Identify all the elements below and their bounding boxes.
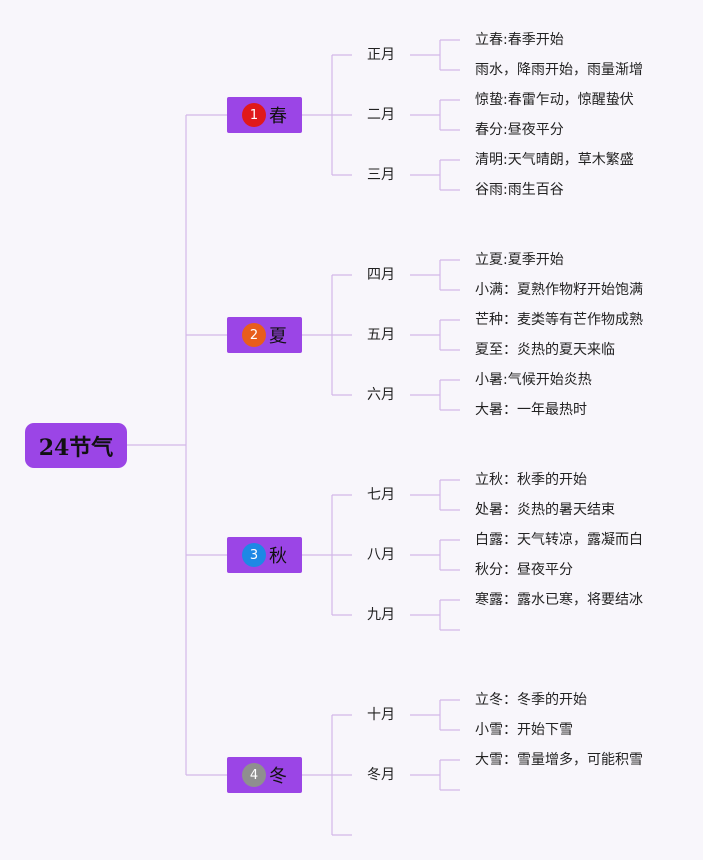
month-node[interactable]: 五月 [367, 327, 395, 343]
month-node[interactable]: 正月 [367, 47, 395, 63]
month-node[interactable]: 二月 [367, 107, 395, 123]
term-node[interactable]: 小满：夏熟作物籽开始饱满 [475, 282, 643, 298]
season-label: 夏 [269, 326, 287, 347]
month-node[interactable]: 八月 [367, 547, 395, 563]
term-node[interactable]: 芒种：麦类等有芒作物成熟 [475, 312, 643, 328]
term-node[interactable]: 大雪：雪量增多，可能积雪 [475, 752, 643, 768]
month-node[interactable]: 七月 [367, 487, 395, 503]
term-node[interactable]: 秋分：昼夜平分 [475, 562, 573, 578]
month-node[interactable]: 六月 [367, 387, 395, 403]
season-label: 冬 [269, 766, 287, 787]
term-node[interactable]: 白露：天气转凉，露凝而白 [475, 532, 643, 548]
term-node[interactable]: 雨水，降雨开始，雨量渐增 [475, 62, 643, 78]
term-node[interactable]: 春分:昼夜平分 [475, 122, 564, 138]
term-node[interactable]: 谷雨:雨生百谷 [475, 182, 564, 198]
month-node[interactable]: 冬月 [367, 767, 395, 783]
season-label: 秋 [269, 546, 287, 567]
root-node[interactable]: 24节气 [25, 423, 127, 468]
term-node[interactable]: 清明:天气晴朗，草木繁盛 [475, 152, 634, 168]
number-badge-icon: 1 [242, 103, 266, 127]
number-badge-icon: 2 [242, 323, 266, 347]
term-node[interactable]: 立秋：秋季的开始 [475, 472, 587, 488]
term-node[interactable]: 惊蛰:春雷乍动，惊醒蛰伏 [475, 92, 634, 108]
term-node[interactable]: 小暑:气候开始炎热 [475, 372, 592, 388]
term-node[interactable]: 小雪：开始下雪 [475, 722, 573, 738]
term-node[interactable]: 立冬：冬季的开始 [475, 692, 587, 708]
number-badge-icon: 4 [242, 763, 266, 787]
number-badge-icon: 3 [242, 543, 266, 567]
month-node[interactable]: 三月 [367, 167, 395, 183]
term-node[interactable]: 处暑：炎热的暑天结束 [475, 502, 615, 518]
month-node[interactable]: 四月 [367, 267, 395, 283]
month-node[interactable]: 十月 [367, 707, 395, 723]
term-node[interactable]: 立夏:夏季开始 [475, 252, 564, 268]
term-node[interactable]: 立春:春季开始 [475, 32, 564, 48]
term-node[interactable]: 夏至：炎热的夏天来临 [475, 342, 615, 358]
root-label: 24节气 [38, 434, 114, 461]
season-label: 春 [269, 106, 287, 127]
term-node[interactable]: 寒露：露水已寒，将要结冰 [475, 592, 643, 608]
term-node[interactable]: 大暑：一年最热时 [475, 402, 587, 418]
month-node[interactable]: 九月 [367, 607, 395, 623]
